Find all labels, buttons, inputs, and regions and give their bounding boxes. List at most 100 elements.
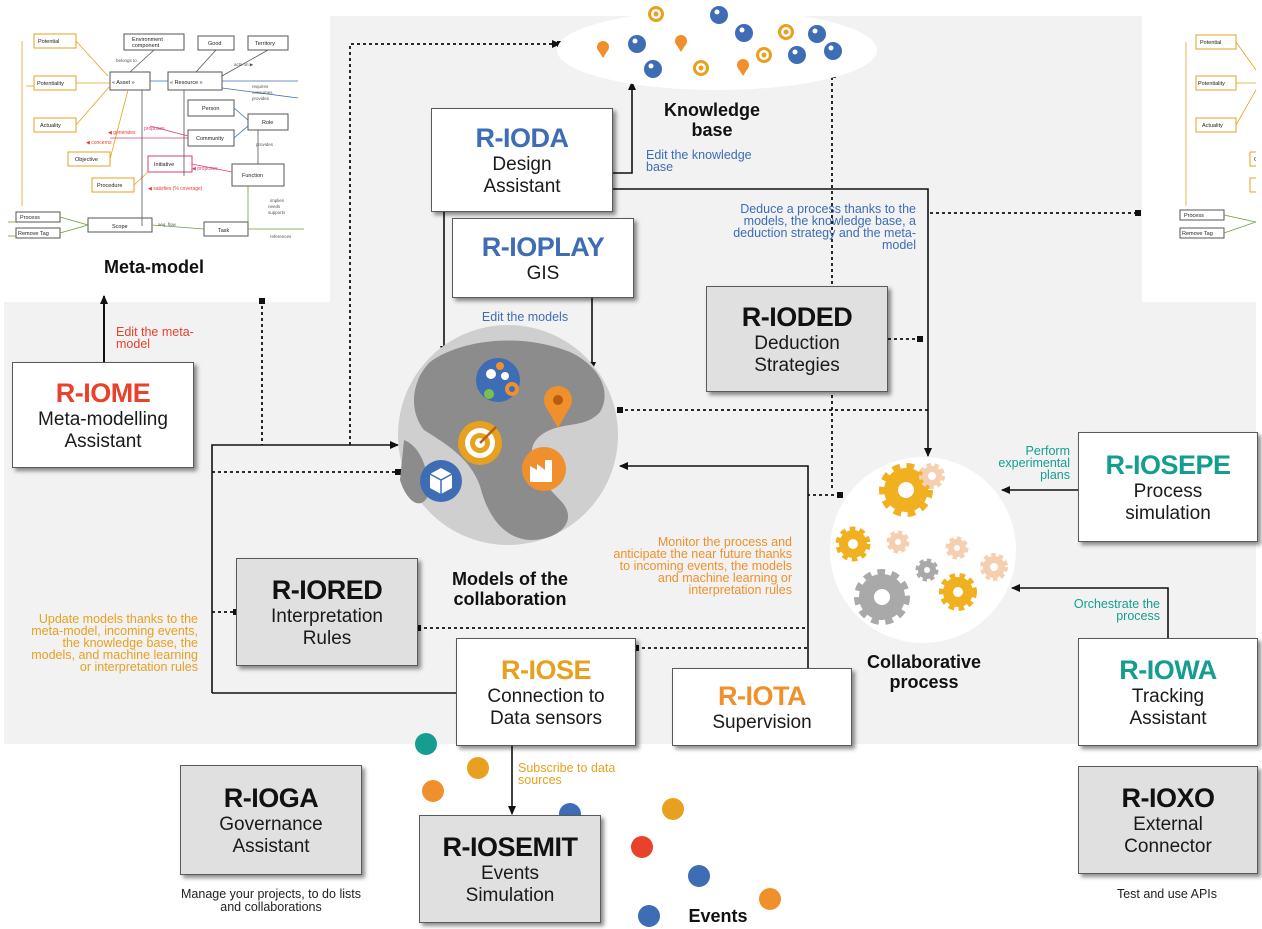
svg-text:Remove Tag: Remove Tag [18, 231, 49, 237]
r-iosemit-desc: Events Simulation [465, 863, 555, 906]
r-ioxo-box[interactable]: R-IOXO External Connector [1078, 766, 1258, 874]
deduce-label: Deduce a process thanks to the models, t… [733, 202, 916, 252]
svg-text:supports: supports [268, 210, 286, 215]
svg-text:Good: Good [208, 41, 221, 47]
svg-text:Process: Process [1184, 213, 1204, 219]
svg-text:◀ proposes: ◀ proposes [192, 166, 218, 172]
r-ioda-desc: Design Assistant [483, 154, 561, 197]
arrow-iome-loop-to-models [211, 441, 399, 693]
edit-meta-label: Edit the meta-model [116, 325, 194, 351]
target-icon [458, 421, 502, 465]
r-iota-box[interactable]: R-IOTA Supervision [672, 668, 852, 746]
ioga-caption: Manage your projects, to do lists and co… [181, 887, 361, 914]
svg-text:Actuality: Actuality [1202, 123, 1223, 129]
r-ioxo-code: R-IOXO [1121, 783, 1215, 813]
svg-text:Initiative: Initiative [154, 162, 174, 168]
svg-text:Scope: Scope [112, 224, 128, 230]
meta-model-panel: Potential Potentiality Actuality Objecti… [8, 26, 308, 252]
r-ioded-box[interactable]: R-IODED Deduction Strategies [706, 286, 888, 392]
svg-text:requires: requires [252, 84, 269, 89]
svg-text:Role: Role [262, 120, 273, 126]
location-pin-icon [597, 35, 749, 76]
arrow-iota-to-models [619, 462, 809, 668]
update-label: Update models thanks to the meta-model, … [31, 612, 198, 674]
meta-model-title: Meta-model [103, 257, 204, 277]
meta-model-diagram-right: Potential Potentiality Actuality Objecti… [1179, 34, 1256, 239]
svg-text:« Asset »: « Asset » [112, 80, 135, 86]
svg-text:Remove Tag: Remove Tag [1182, 231, 1213, 237]
orchestrate-label: Orchestrate the process [1073, 597, 1160, 623]
svg-text:Potential: Potential [1200, 40, 1221, 46]
r-ioda-code: R-IODA [475, 123, 570, 153]
svg-text:Actuality: Actuality [40, 123, 61, 129]
target-icon [648, 6, 794, 76]
r-iowa-box[interactable]: R-IOWA Tracking Assistant [1078, 638, 1258, 746]
r-iosemit-box[interactable]: R-IOSEMIT Events Simulation [419, 815, 601, 923]
r-ioplay-box[interactable]: R-IOPLAY GIS [452, 218, 634, 298]
svg-text:acts on ▶: acts on ▶ [234, 62, 254, 67]
svg-text:seq. flow: seq. flow [158, 222, 177, 227]
box-icon [420, 460, 462, 502]
svg-text:Procedure: Procedure [97, 183, 122, 189]
r-iored-code: R-IORED [271, 575, 383, 605]
svg-text:Function: Function [242, 173, 263, 179]
r-iome-box[interactable]: R-IOME Meta-modelling Assistant [12, 362, 194, 468]
r-iome-code: R-IOME [55, 378, 151, 408]
arrow-ioda-to-kb [612, 81, 636, 174]
svg-text:Environment: Environment [132, 37, 163, 43]
collaborative-process-title: Collaborative process [866, 652, 982, 692]
meta-model-diagram: Potential Potentiality Actuality Objecti… [8, 33, 304, 239]
people-icon [628, 6, 842, 78]
monitor-label: Monitor the process and anticipate the n… [613, 535, 792, 597]
svg-text:Task: Task [218, 228, 230, 234]
perform-label: Perform experimental plans [998, 444, 1070, 482]
r-iota-code: R-IOTA [718, 681, 806, 711]
knowledge-base-title: Knowledge base [663, 100, 760, 140]
svg-text:Process: Process [20, 215, 40, 221]
svg-text:Community: Community [196, 136, 224, 142]
r-iowa-code: R-IOWA [1119, 655, 1217, 685]
svg-text:provides: provides [256, 142, 274, 147]
r-ioded-desc: Deduction Strategies [754, 333, 840, 376]
svg-text:Objective: Objective [75, 157, 98, 163]
svg-text:« Resource »: « Resource » [170, 80, 203, 86]
edit-models-label: Edit the models [481, 310, 569, 324]
svg-text:needs: needs [268, 204, 281, 209]
r-iored-box[interactable]: R-IORED Interpretation Rules [236, 558, 418, 666]
r-ioxo-desc: External Connector [1124, 814, 1212, 857]
models-collaboration-title: Models of the collaboration [452, 569, 568, 609]
svg-text:◀ concerns: ◀ concerns [86, 140, 112, 146]
svg-text:component: component [132, 43, 160, 49]
gear-icon [835, 463, 1008, 625]
r-iosepe-code: R-IOSEPE [1105, 450, 1231, 480]
r-iose-box[interactable]: R-IOSE Connection to Data sensors [456, 638, 636, 746]
svg-text:Territory: Territory [255, 41, 275, 47]
svg-text:consumes: consumes [252, 90, 273, 95]
edit-kb-label: Edit the knowledge base [646, 148, 752, 174]
r-iored-desc: Interpretation Rules [271, 606, 383, 649]
events-title: Events [688, 906, 748, 926]
r-iowa-desc: Tracking Assistant [1129, 686, 1207, 729]
r-ioga-code: R-IOGA [223, 783, 319, 813]
location-pin-icon [544, 386, 572, 428]
r-ioga-box[interactable]: R-IOGA Governance Assistant [180, 765, 362, 875]
r-iome-desc: Meta-modelling Assistant [38, 409, 168, 452]
subscribe-label: Subscribe to data sources [518, 761, 616, 787]
svg-text:Objective: Objective [1254, 157, 1256, 163]
r-iosepe-desc: Process simulation [1125, 481, 1211, 524]
r-ioplay-code: R-IOPLAY [481, 232, 605, 262]
r-iosepe-box[interactable]: R-IOSEPE Process simulation [1078, 432, 1258, 542]
r-ioplay-desc: GIS [526, 263, 560, 284]
svg-text:◀ generates: ◀ generates [108, 130, 136, 136]
r-ioda-box[interactable]: R-IODA Design Assistant [431, 108, 613, 212]
arrow-iowa-to-process [1011, 584, 1169, 638]
r-iose-desc: Connection to Data sensors [487, 686, 605, 729]
dash-models-to-kb [349, 40, 561, 445]
svg-text:Potentiality: Potentiality [1198, 81, 1225, 87]
svg-text:Potentiality: Potentiality [37, 81, 64, 87]
r-iose-code: R-IOSE [500, 655, 592, 685]
r-iota-desc: Supervision [712, 712, 812, 733]
